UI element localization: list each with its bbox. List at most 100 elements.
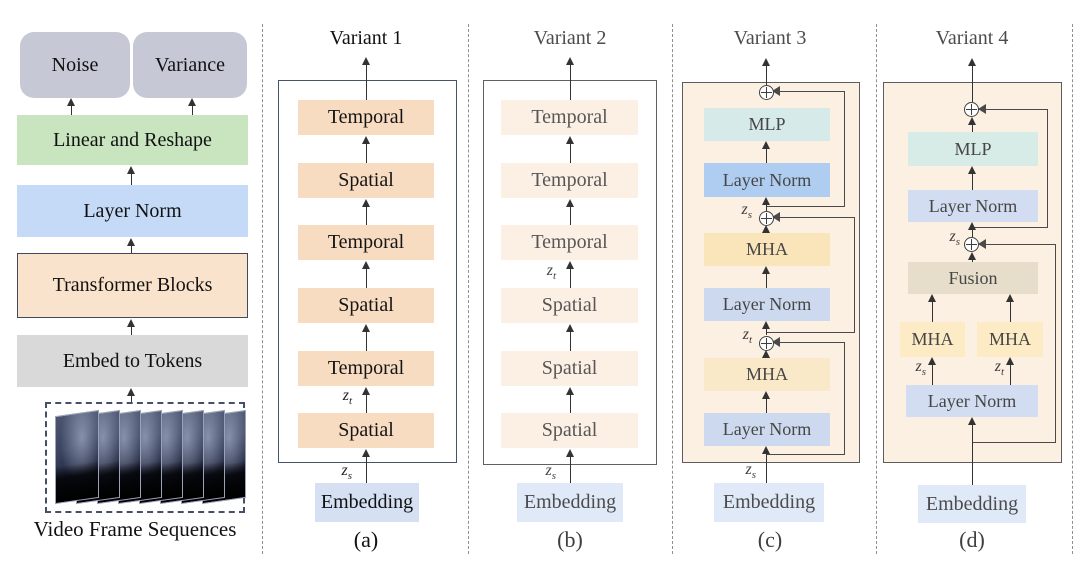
variant-1-title: Variant 1 bbox=[329, 27, 403, 49]
block-label: MHA bbox=[745, 239, 788, 260]
mlp-block: MLP bbox=[908, 132, 1038, 166]
block-label: Spatial bbox=[338, 294, 394, 316]
arrow-up-icon bbox=[967, 116, 976, 132]
layer-norm-label: Layer Norm bbox=[83, 199, 182, 222]
arrow-up-icon bbox=[126, 387, 135, 402]
add-operator-icon bbox=[964, 102, 979, 117]
block-label: Temporal bbox=[531, 231, 608, 253]
embedding-box: Embedding bbox=[918, 485, 1026, 523]
residual-connection-line bbox=[766, 337, 845, 455]
z-base: z bbox=[546, 262, 553, 279]
spatial-block: Spatial bbox=[501, 288, 638, 323]
variance-box: Variance bbox=[133, 32, 247, 98]
block-label: Temporal bbox=[327, 357, 405, 379]
arrow-up-icon bbox=[565, 135, 574, 163]
z-sub: s bbox=[551, 470, 556, 482]
block-label: Fusion bbox=[948, 267, 998, 288]
embedding-label: Embedding bbox=[320, 491, 414, 513]
block-label: MHA bbox=[988, 329, 1031, 350]
zs-label: zs bbox=[720, 201, 752, 221]
arrow-up-icon bbox=[761, 349, 770, 358]
arrow-up-icon bbox=[1005, 356, 1014, 385]
block-label: Layer Norm bbox=[722, 169, 812, 190]
video-frame-sequences-caption: Video Frame Sequences bbox=[10, 514, 260, 544]
video-frames-container bbox=[45, 402, 246, 513]
arrow-up-icon bbox=[967, 165, 976, 190]
z-base: z bbox=[341, 462, 348, 479]
z-base: z bbox=[949, 228, 956, 245]
layer-norm-block: Layer Norm bbox=[704, 163, 830, 197]
variance-label: Variance bbox=[155, 53, 225, 76]
subfigure-caption-d: (d) bbox=[959, 527, 985, 552]
z-sub: t bbox=[552, 270, 556, 282]
zt-label: zt bbox=[522, 262, 556, 282]
embedding-label: Embedding bbox=[722, 491, 816, 513]
column-separator bbox=[1072, 24, 1073, 554]
block-label: Layer Norm bbox=[722, 419, 812, 440]
temporal-block: Temporal bbox=[501, 225, 638, 260]
residual-connection-line bbox=[972, 239, 1056, 443]
arrow-up-icon bbox=[761, 390, 770, 413]
arrow-up-icon bbox=[761, 320, 770, 335]
zt-label: zt bbox=[974, 358, 1004, 378]
temporal-block: Temporal bbox=[501, 163, 638, 198]
layer-norm-block: Layer Norm bbox=[704, 288, 830, 321]
arrow-up-icon bbox=[66, 97, 75, 115]
z-base: z bbox=[742, 326, 749, 343]
video-frame bbox=[55, 409, 99, 505]
arrow-up-icon bbox=[967, 251, 976, 262]
mha-block: MHA bbox=[704, 358, 830, 391]
arrow-up-icon bbox=[1005, 293, 1014, 322]
block-label: Temporal bbox=[531, 106, 608, 128]
temporal-block: Temporal bbox=[298, 100, 434, 135]
transformer-blocks-box: Transformer Blocks bbox=[17, 253, 248, 318]
mha-spatial-block: MHA bbox=[900, 322, 965, 357]
arrow-up-icon bbox=[565, 198, 574, 225]
linear-reshape-box: Linear and Reshape bbox=[17, 115, 248, 165]
residual-connection-line bbox=[972, 104, 1048, 228]
embedding-label: Embedding bbox=[925, 492, 1019, 515]
z-sub: s bbox=[955, 236, 960, 248]
z-base: z bbox=[915, 358, 922, 375]
spatial-block: Spatial bbox=[298, 163, 434, 198]
zs-label: zs bbox=[724, 461, 756, 481]
embedding-label: Embedding bbox=[523, 491, 617, 513]
output-arrow-icon bbox=[761, 57, 770, 85]
arrow-up-icon bbox=[126, 165, 135, 185]
output-arrow-icon bbox=[361, 56, 370, 100]
z-sub: t bbox=[748, 334, 752, 346]
zt-label: zt bbox=[720, 326, 752, 346]
noise-label: Noise bbox=[51, 53, 99, 76]
arrow-up-icon bbox=[361, 260, 370, 288]
z-base: z bbox=[342, 387, 349, 404]
z-sub: s bbox=[347, 470, 352, 482]
arrow-up-icon bbox=[126, 237, 135, 253]
output-arrow-icon bbox=[565, 56, 574, 100]
input-arrow-icon bbox=[761, 445, 770, 483]
block-label: Layer Norm bbox=[722, 294, 812, 315]
temporal-block: Temporal bbox=[298, 351, 434, 386]
layer-norm-block: Layer Norm bbox=[908, 190, 1038, 222]
add-operator-icon bbox=[759, 336, 774, 351]
embedding-box: Embedding bbox=[315, 483, 419, 522]
variant-4-title: Variant 4 bbox=[935, 27, 1009, 49]
layer-norm-block: Layer Norm bbox=[906, 385, 1038, 417]
variant-3-outer-box bbox=[682, 82, 860, 463]
block-label: Layer Norm bbox=[928, 195, 1018, 216]
arrow-up-icon bbox=[967, 221, 976, 237]
residual-connection-line bbox=[766, 212, 855, 333]
arrow-up-icon bbox=[361, 323, 370, 351]
block-label: Spatial bbox=[338, 419, 394, 441]
output-arrow-icon bbox=[967, 57, 976, 102]
add-operator-icon bbox=[759, 85, 774, 100]
add-operator-icon bbox=[964, 237, 979, 252]
block-label: Spatial bbox=[338, 169, 394, 191]
block-label: MHA bbox=[745, 364, 788, 385]
block-label: MLP bbox=[954, 138, 992, 159]
input-arrow-icon bbox=[967, 416, 976, 485]
block-label: Temporal bbox=[531, 169, 608, 191]
z-sub: s bbox=[921, 366, 926, 378]
embed-to-tokens-box: Embed to Tokens bbox=[17, 335, 248, 387]
z-sub: s bbox=[747, 209, 752, 221]
spatial-block: Spatial bbox=[501, 351, 638, 386]
